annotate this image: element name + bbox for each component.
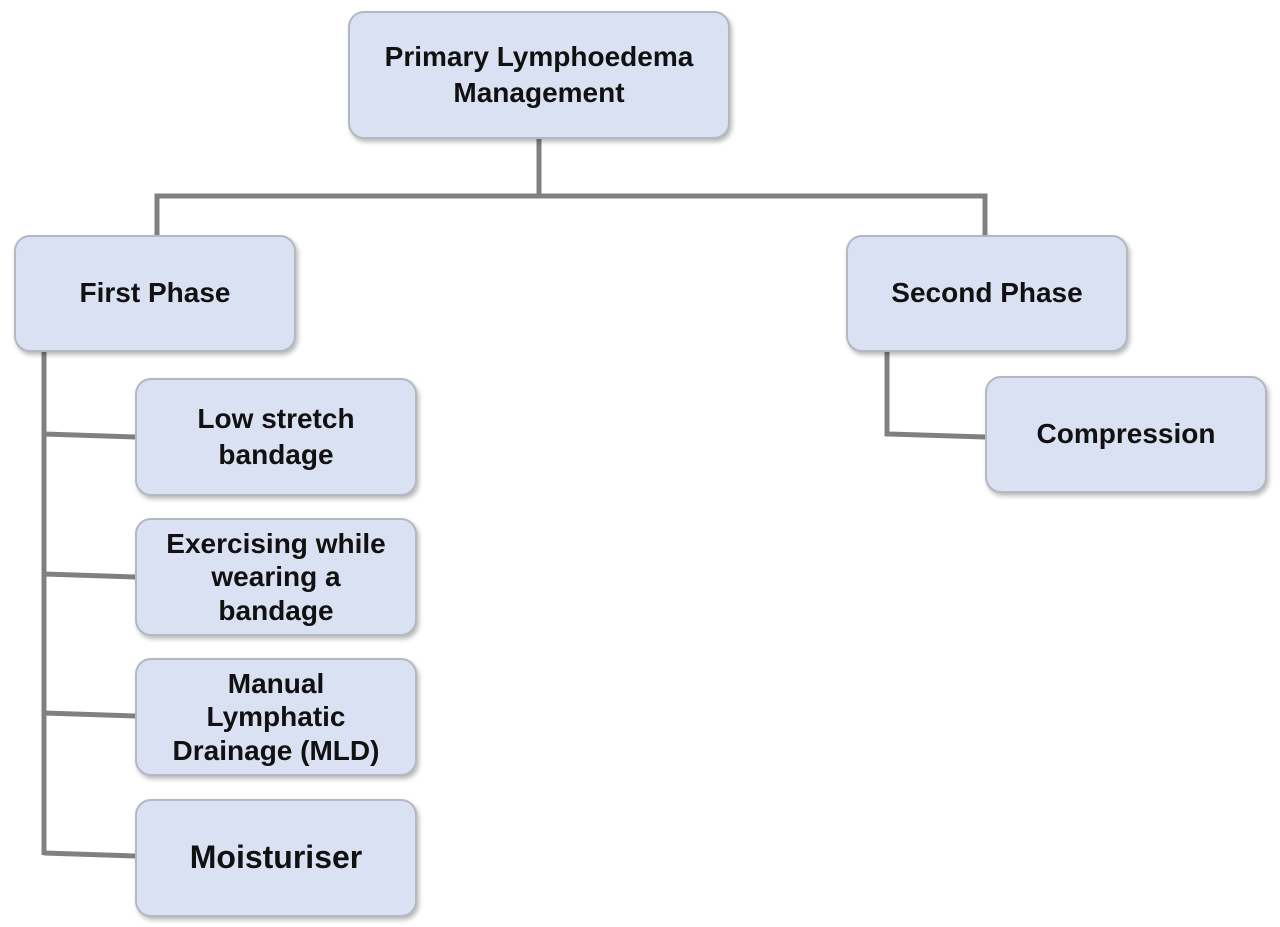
exercising-connector [43,571,136,580]
compression-connector [884,352,986,440]
phase-node-second-phase: Second Phase [846,235,1128,352]
phase-bus-connector [154,193,988,237]
step-node-moisturiser: Moisturiser [135,799,417,917]
step-node-manual-lymphatic-drainage: Manual Lymphatic Drainage (MLD) [135,658,417,776]
step-node-exercising-while-wearing-bandage: Exercising while wearing a bandage [135,518,417,636]
step-node-low-stretch-bandage: Low stretch bandage [135,378,417,496]
phase-node-first-phase: First Phase [14,235,296,352]
root-node-primary-lymphoedema-management: Primary Lymphoedema Management [348,11,730,139]
moisturiser-connector [43,850,136,859]
step-node-compression: Compression [985,376,1267,493]
low-stretch-bandage-connector [43,431,136,440]
mld-connector [43,710,136,719]
